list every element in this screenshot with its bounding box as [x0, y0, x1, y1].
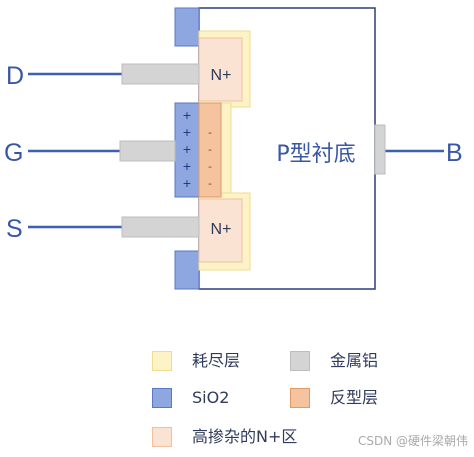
drain-n-plus-region [198, 37, 243, 102]
legend-label: 反型层 [330, 388, 379, 407]
gate-charge: + [182, 109, 191, 122]
inversion-negative-charges: - - - - [208, 126, 212, 190]
gate-charge: + [182, 177, 191, 190]
source-n-plus-region [198, 198, 243, 263]
watermark: CSDN @硬件梁朝伟 [357, 434, 468, 448]
gate-charge: + [182, 143, 191, 156]
legend-swatch-n-plus [152, 427, 172, 447]
legend-label: SiO2 [192, 388, 230, 407]
drain-n-plus-label: N+ [211, 67, 232, 84]
gate-oxide [174, 102, 200, 198]
source-n-plus-label: N+ [211, 221, 232, 238]
inversion-layer [198, 102, 222, 198]
legend-swatch-oxide [152, 388, 172, 408]
source-label: S [6, 215, 23, 243]
legend-label: 高掺杂的N+区 [192, 427, 298, 446]
drain-label: D [6, 62, 24, 90]
legend-label: 耗尽层 [192, 351, 241, 370]
drain-metal-contact [121, 63, 200, 85]
gate-positive-charges: + + + + + [182, 109, 191, 190]
substrate-label: P型衬底 [276, 142, 355, 167]
gate-label: G [4, 139, 23, 167]
source-metal-contact [121, 216, 200, 238]
top-oxide [174, 7, 200, 47]
channel-charge: - [208, 143, 212, 156]
bottom-oxide [174, 250, 200, 290]
gate-charge: + [182, 160, 191, 173]
legend-label: 金属铝 [330, 351, 379, 370]
gate-charge: + [182, 126, 191, 139]
channel-charge: - [208, 160, 212, 173]
channel-charge: - [208, 177, 212, 190]
body-metal-contact [374, 124, 386, 175]
legend-swatch-inversion [290, 388, 310, 408]
body-label: B [446, 139, 463, 167]
legend-swatch-aluminum [290, 351, 310, 371]
legend-swatch-depletion [152, 351, 172, 371]
gate-metal-contact [119, 140, 176, 162]
channel-charge: - [208, 126, 212, 139]
